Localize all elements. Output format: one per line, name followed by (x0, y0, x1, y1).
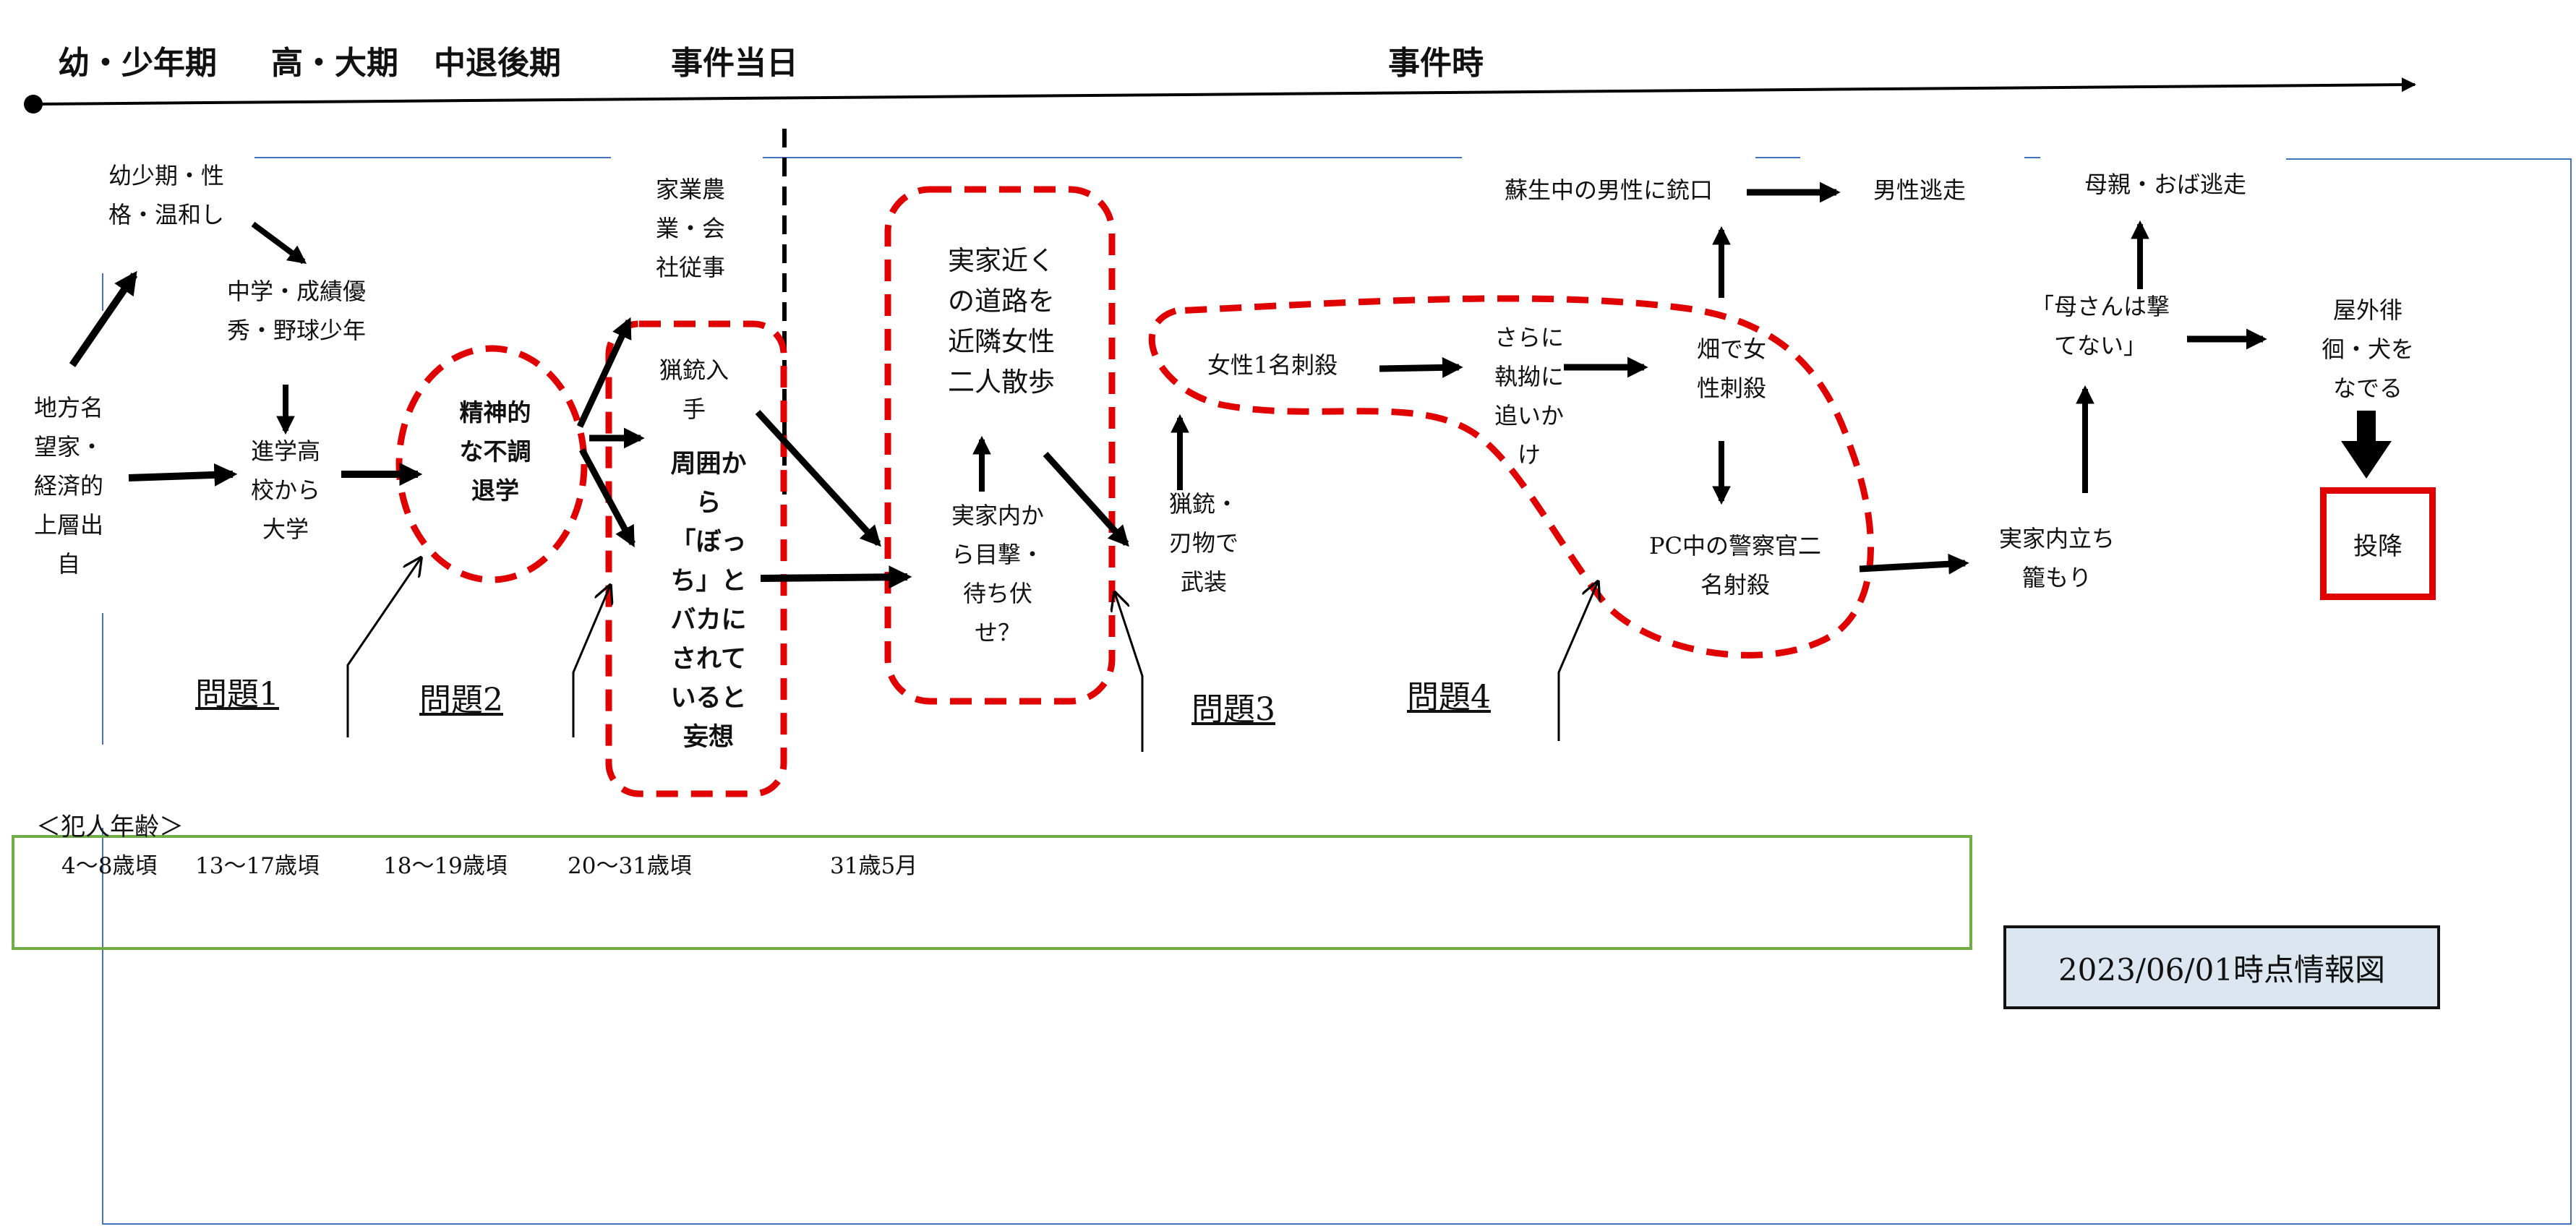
problem-3: 問題3 (1191, 691, 1275, 728)
node-stab-field: 畑で女 性刺殺 (1696, 335, 1766, 402)
problem-2: 問題2 (419, 682, 503, 719)
age-incident: 31歳5月 (830, 853, 918, 879)
node-origin: 地方名 望家・ 経済的 上層出 自 (33, 394, 103, 578)
incident-area-highlight (1148, 295, 1874, 659)
phase-incident-day: 事件当日 (671, 45, 798, 82)
phase-childhood: 幼・少年期 (58, 45, 217, 82)
node-aim-man: 蘇生中の男性に銃口 (1504, 176, 1713, 204)
mental-illness-highlight (395, 345, 588, 583)
node-walking: 実家近く の道路を 近隣女性 二人散歩 (948, 245, 1055, 398)
age-post-dropout: 20〜31歳頃 (568, 853, 692, 879)
node-junior-high: 中学・成績優 秀・野球少年 (226, 278, 366, 344)
highlight-regions (395, 186, 1874, 797)
node-armed: 猟銃・ 刃物で 武装 (1168, 490, 1238, 596)
node-outside: 屋外徘 徊・犬を なでる (2321, 296, 2414, 402)
node-childhood: 幼少期・性 格・温和し (108, 162, 224, 228)
node-surrender: 投降 (2320, 487, 2436, 600)
delusion-highlight (605, 320, 787, 797)
flow-arrows (69, 181, 2267, 589)
walking-ambush-highlight (884, 186, 1116, 705)
phase-post-dropout: 中退後期 (434, 45, 561, 82)
outer-frame (102, 157, 2572, 1225)
node-mental-dropout: 精神的 な不調 退学 (459, 398, 531, 505)
surrender-arrow (2341, 411, 2392, 479)
node-police-killed: PC中の警察官二 名射殺 (1648, 532, 1822, 599)
age-childhood: 4〜8歳頃 (61, 853, 158, 879)
node-gun-acquired: 猟銃入 手 (659, 356, 729, 423)
problem-4: 問題4 (1407, 679, 1491, 716)
phase-incident-time: 事件時 (1388, 45, 1484, 82)
age-box (12, 835, 1972, 950)
age-header: ＜犯人年齢＞ (36, 813, 184, 842)
problem-pointers (346, 558, 1598, 752)
node-ambush: 実家内か ら目撃・ 待ち伏 せ？ (951, 502, 1044, 646)
node-family-business: 家業農 業・会 社従事 (655, 176, 725, 281)
node-mother-aunt-flee: 母親・おば逃走 (2084, 171, 2246, 198)
problem-1: 問題1 (195, 676, 279, 713)
node-chase: さらに 執拗に 追いか け (1494, 324, 1564, 468)
timeline-axis (24, 77, 2416, 506)
node-barricade: 実家内立ち 籠もり (1998, 525, 2115, 591)
node-mother-quote: 「母さんは撃 てない」 (2030, 293, 2170, 359)
date-label: 2023/06/01時点情報図 (2058, 951, 2386, 988)
age-dropout: 18〜19歳頃 (383, 853, 508, 879)
node-highschool-univ: 進学高 校から 大学 (250, 437, 320, 543)
node-man-flee: 男性逃走 (1873, 176, 1966, 204)
node-stab-first: 女性1名刺殺 (1207, 351, 1338, 379)
date-info-box: 2023/06/01時点情報図 (2003, 925, 2440, 1009)
age-highschool: 13〜17歳頃 (195, 853, 320, 879)
phase-highschool-university: 高・大期 (271, 45, 398, 82)
node-delusion: 周囲か ら 「ぼっ ち」と バカに されて いると 妄想 (670, 450, 747, 752)
surrender-label: 投降 (2353, 531, 2402, 561)
